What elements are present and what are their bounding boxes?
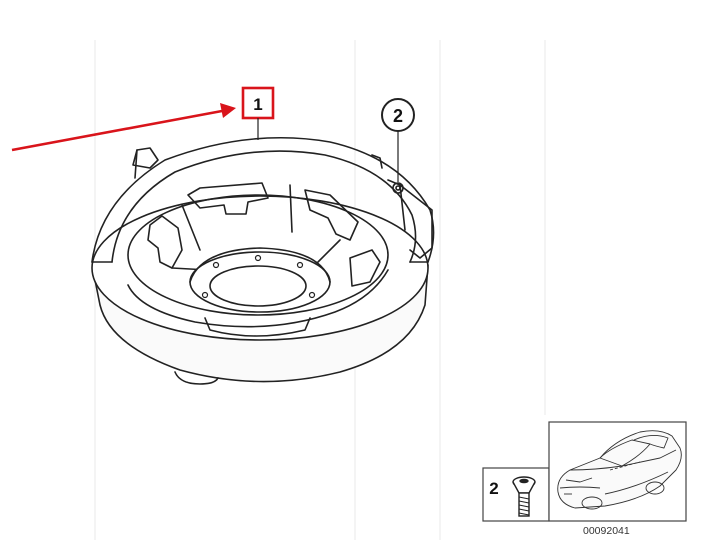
callout-part-1-label: 1 xyxy=(253,95,262,114)
inset-vehicle-box[interactable]: 00092041 xyxy=(548,421,687,537)
countersunk-bolt-icon xyxy=(512,476,536,517)
callout-part-2[interactable]: 2 xyxy=(381,98,415,182)
background-guides xyxy=(94,40,546,540)
callout-part-1[interactable]: 1 xyxy=(241,86,275,140)
inset-bolt-box[interactable]: 2 xyxy=(482,467,550,522)
spare-wheel-well-icon xyxy=(91,136,435,385)
callout-part-2-label: 2 xyxy=(393,106,403,126)
inset-part-label: 2 xyxy=(489,479,498,498)
diagram-code: 00092041 xyxy=(583,525,630,537)
highlight-arrow xyxy=(11,103,236,152)
car-sedan-icon xyxy=(557,430,682,510)
